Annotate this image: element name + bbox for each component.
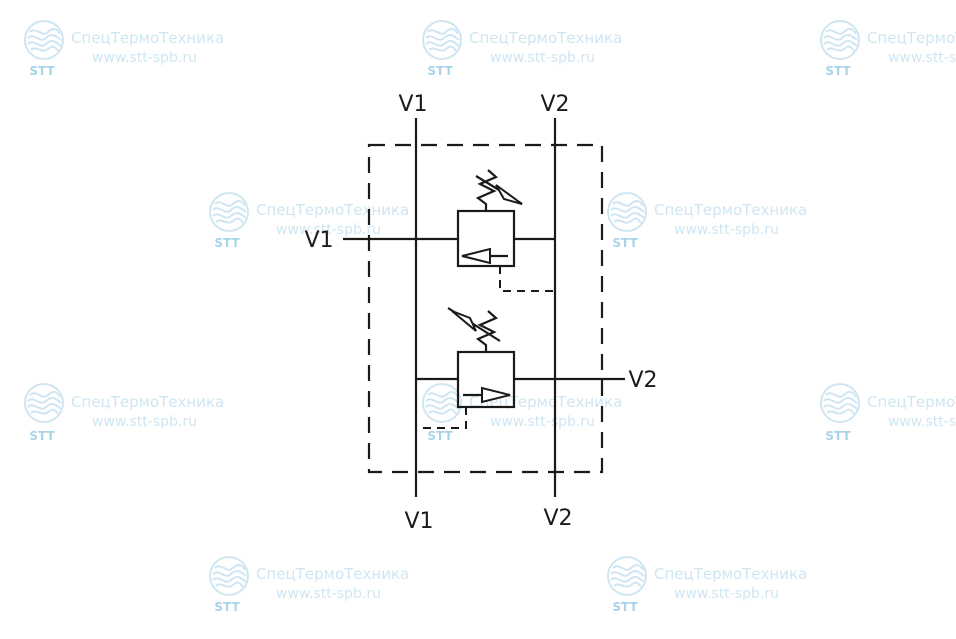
watermark-logo-text: STT	[612, 236, 638, 250]
pilot-line-lower	[416, 407, 467, 429]
adjust-arrow-icon	[495, 184, 523, 205]
flow-arrow-left-icon	[461, 247, 491, 265]
watermark-logo-icon	[820, 20, 860, 60]
watermark-logo-icon	[820, 383, 860, 423]
watermark-logo-text: STT	[29, 429, 55, 443]
port-label-v2-bottom: V2	[543, 506, 572, 531]
watermark-logo-text: STT	[214, 600, 240, 614]
watermark-stamp: STT СпецТермоТехника www.stt-spb.ru	[24, 383, 224, 443]
watermark-stamp: STT СпецТермоТехника www.stt-spb.ru	[607, 192, 807, 250]
watermark-url: www.stt-spb.ru	[92, 50, 197, 66]
watermark-logo-text: STT	[825, 429, 851, 443]
port-label-v1-side: V1	[304, 228, 333, 253]
watermark-brand: СпецТермоТехника	[71, 393, 224, 411]
watermark-stamp: STT СпецТермоТехника www.stt-spb.ru	[24, 20, 224, 78]
watermark-url: www.stt-spb.ru	[490, 50, 595, 66]
watermark-brand: СпецТермоТехника	[256, 201, 409, 219]
watermark-logo-text: STT	[427, 429, 453, 443]
pilot-line-upper	[499, 266, 555, 292]
watermark-logo-icon	[209, 192, 249, 232]
watermark-logo-text: STT	[427, 64, 453, 78]
port-label-v2-side: V2	[628, 368, 657, 393]
watermark-stamp: STT СпецТермоТехника www.stt-spb.ru	[422, 383, 622, 443]
watermark-logo-icon	[209, 556, 249, 596]
port-label-v2-top: V2	[540, 92, 569, 117]
watermark-brand: СпецТермоТехника	[71, 29, 224, 47]
watermark-stamp: STT СпецТермоТехника www.stt-spb.ru	[422, 20, 622, 78]
watermark-url: www.stt-spb.ru	[92, 414, 197, 430]
watermark-logo-icon	[24, 20, 64, 60]
watermark-logo-icon	[607, 556, 647, 596]
watermark-url: www.stt-spb.ru	[490, 414, 595, 430]
watermark-url: www.stt-spb.ru	[888, 50, 956, 66]
watermark-url: www.stt-spb.ru	[276, 586, 381, 602]
port-label-v1-bottom: V1	[404, 509, 433, 534]
watermark-logo-text: STT	[214, 236, 240, 250]
watermark-brand: СпецТермоТехника	[654, 201, 807, 219]
watermark-logo-icon	[24, 383, 64, 423]
watermark-logo-icon	[422, 20, 462, 60]
watermark-brand: СпецТермоТехника	[867, 393, 956, 411]
watermark-logo-text: STT	[825, 64, 851, 78]
watermark-stamp: STT СпецТермоТехника www.stt-spb.ru	[820, 20, 956, 78]
watermark-stamp: STT СпецТермоТехника www.stt-spb.ru	[607, 556, 807, 614]
port-label-v1-top: V1	[398, 92, 427, 117]
watermark-url: www.stt-spb.ru	[276, 222, 381, 238]
watermark-brand: СпецТермоТехника	[654, 565, 807, 583]
watermark-url: www.stt-spb.ru	[888, 414, 956, 430]
watermark-brand: СпецТермоТехника	[867, 29, 956, 47]
watermark-stamp: STT СпецТермоТехника www.stt-spb.ru	[820, 383, 956, 443]
watermark-stamp: STT СпецТермоТехника www.stt-spb.ru	[209, 192, 409, 250]
watermark-url: www.stt-spb.ru	[674, 222, 779, 238]
adjust-arrow-icon	[451, 310, 477, 332]
valve-block-boundary	[367, 143, 604, 474]
watermark-logo-text: STT	[612, 600, 638, 614]
watermark-logo-text: STT	[29, 64, 55, 78]
watermark-stamp: STT СпецТермоТехника www.stt-spb.ru	[209, 556, 409, 614]
flow-arrow-right-icon	[481, 386, 511, 404]
spring-icon	[475, 169, 499, 211]
watermark-logo-icon	[422, 383, 462, 423]
watermark-url: www.stt-spb.ru	[674, 586, 779, 602]
pressure-relief-valve-upper	[343, 169, 555, 292]
watermark-brand: СпецТермоТехника	[256, 565, 409, 583]
watermark-layer: STT СпецТермоТехника www.stt-spb.ru STT …	[24, 20, 956, 614]
watermark-brand: СпецТермоТехника	[469, 29, 622, 47]
spring-icon	[475, 310, 499, 352]
watermark-logo-icon	[607, 192, 647, 232]
pressure-relief-valve-lower	[416, 307, 625, 429]
